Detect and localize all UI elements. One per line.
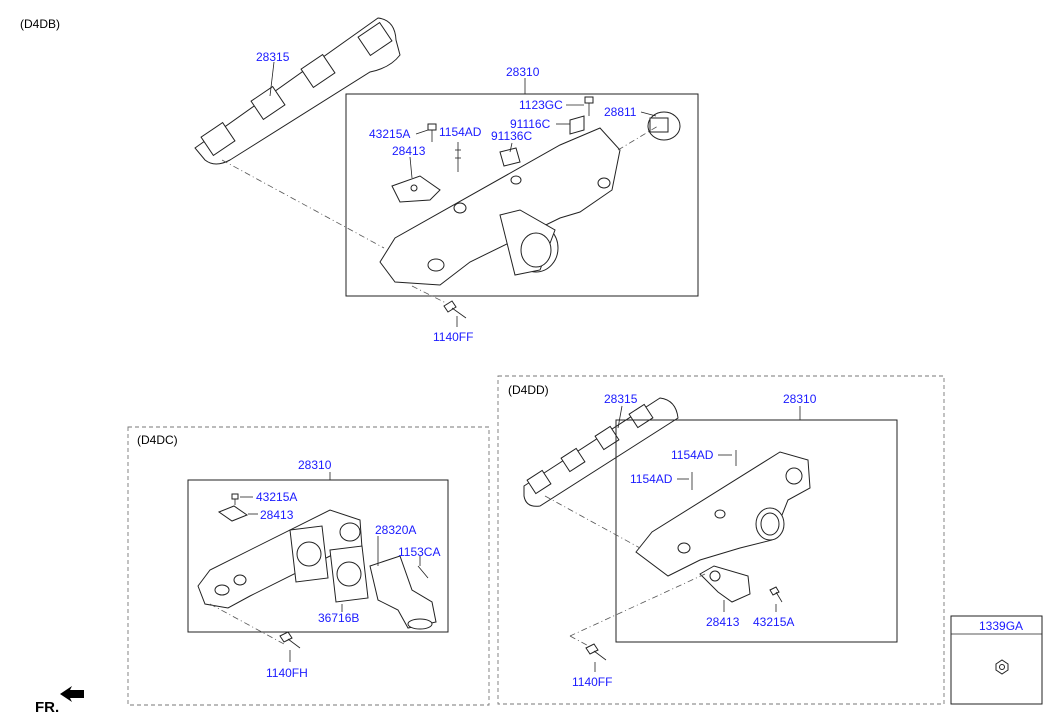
legend-box-1339ga [950,615,1043,705]
bolt-43215a-d4db[interactable] [427,123,437,142]
gasket-28315-d4dd[interactable] [523,397,679,507]
label-91116c[interactable]: 91116C [510,117,551,131]
bracket-91116c[interactable] [569,115,585,135]
label-1154ad-d4dd-a[interactable]: 1154AD [671,448,714,462]
flange-plate-d4dc[interactable] [289,525,329,583]
section-box-d4dc [127,426,490,706]
label-1140fh[interactable]: 1140FH [266,666,308,680]
gasket-36716b[interactable] [329,545,369,603]
nut-1339ga-icon[interactable] [995,659,1009,675]
label-28811[interactable]: 28811 [604,105,637,119]
label-1140ff-d4dd[interactable]: 1140FF [572,675,612,689]
stud-1154ad-d4db[interactable] [455,142,461,172]
bolt-43215a-d4dd[interactable] [769,586,783,603]
label-1140ff-d4db[interactable]: 1140FF [433,330,473,344]
label-28310-d4dd[interactable]: 28310 [783,392,817,406]
plate-28413-d4db[interactable] [391,175,441,203]
label-43215a-d4dd[interactable]: 43215A [753,615,794,629]
section-title-d4dc: (D4DC) [137,433,178,447]
bolt-1140ff-d4db[interactable] [443,300,467,319]
gasket-28315-d4db[interactable] [194,17,401,165]
label-1339ga[interactable]: 1339GA [979,619,1023,633]
label-1154ad-d4db[interactable]: 1154AD [439,125,482,139]
stud-1153ca[interactable] [417,565,429,579]
exhaust-manifold-d4db[interactable] [379,127,621,286]
label-28315-d4dd[interactable]: 28315 [604,392,638,406]
bolt-1123gc[interactable] [584,96,594,116]
frame-28310-d4dd [615,419,898,643]
label-1154ad-d4dd-b[interactable]: 1154AD [630,472,673,486]
exhaust-manifold-d4dd[interactable] [635,451,811,577]
frame-28310-d4db [345,93,699,297]
label-28413-d4dc[interactable]: 28413 [260,508,294,522]
label-28310-d4dc[interactable]: 28310 [298,458,332,472]
section-title-d4db: (D4DB) [20,17,60,31]
plate-28413-d4dd[interactable] [699,565,751,603]
label-28413-d4db[interactable]: 28413 [392,144,426,158]
label-91136c[interactable]: 91136C [491,129,532,143]
label-28320a[interactable]: 28320A [375,523,416,537]
label-43215a-d4dc[interactable]: 43215A [256,490,297,504]
elbow-28320a[interactable] [369,555,437,630]
label-36716b[interactable]: 36716B [318,611,359,625]
direction-label: FR. [35,699,59,716]
frame-28310-d4dc [187,479,449,633]
section-title-d4dd: (D4DD) [508,383,549,397]
label-43215a-d4db[interactable]: 43215A [369,127,410,141]
plate-28413-d4dc[interactable] [217,505,249,522]
bolt-1140fh[interactable] [279,631,301,649]
label-28413-d4dd[interactable]: 28413 [706,615,740,629]
front-arrow-icon [60,686,84,702]
label-1153ca[interactable]: 1153CA [398,545,440,559]
bolt-1140ff-d4dd[interactable] [585,643,607,661]
label-28315-d4db[interactable]: 28315 [256,50,290,64]
section-box-d4dd [497,375,945,705]
bolt-43215a-d4dc[interactable] [231,493,239,505]
label-1123gc[interactable]: 1123GC [519,98,563,112]
sensor-28811[interactable] [647,111,681,141]
label-28310-d4db[interactable]: 28310 [506,65,540,79]
